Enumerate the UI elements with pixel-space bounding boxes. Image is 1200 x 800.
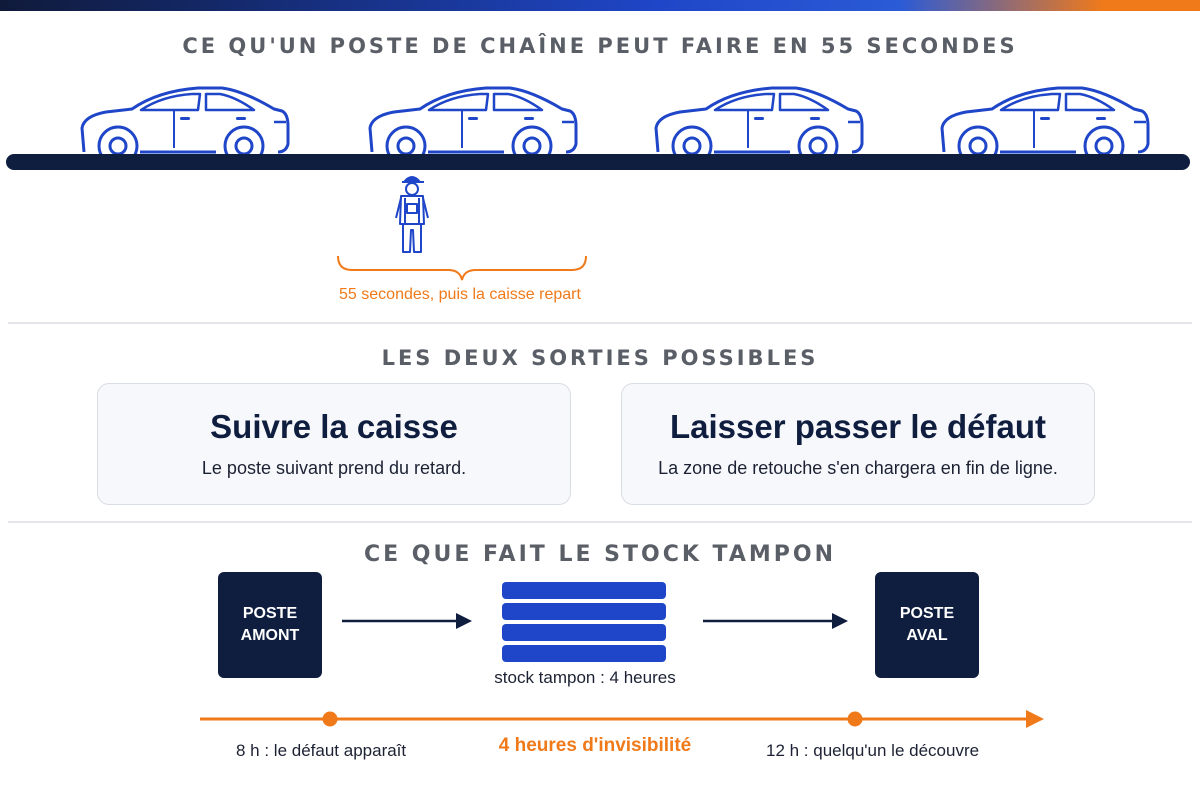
flow-arrow-to-downstream	[703, 613, 848, 629]
stock-caption: stock tampon : 4 heures	[494, 668, 676, 687]
car-1-icon	[80, 86, 290, 167]
timeline-end-marker	[847, 711, 863, 727]
car-4-icon	[940, 86, 1150, 167]
section-title-options: LES DEUX SORTIES POSSIBLES	[381, 346, 819, 370]
upstream-station-box: POSTE AMONT	[218, 572, 322, 678]
downstream-station-box: POSTE AVAL	[875, 572, 979, 678]
flow-arrow-to-stock	[342, 613, 472, 629]
top-gradient-bar	[0, 0, 1200, 11]
upstream-line1: POSTE	[242, 605, 298, 622]
brace-caption: 55 secondes, puis la caisse repart	[339, 286, 581, 303]
option-title: Laisser passer le défaut	[669, 408, 1047, 445]
stock-bar-1	[502, 582, 666, 599]
option-card-follow: Suivre la caisse Le poste suivant prend …	[97, 383, 571, 505]
section-title-buffer: CE QUE FAIT LE STOCK TAMPON	[363, 542, 837, 567]
stock-bar-2	[502, 603, 666, 620]
stock-bar-3	[502, 624, 666, 641]
option-title: Suivre la caisse	[210, 408, 458, 445]
timeline-gap-label: 4 heures d'invisibilité	[498, 735, 692, 756]
car-3-icon	[654, 86, 864, 167]
option-subtitle: La zone de retouche s'en chargera en fin…	[658, 458, 1058, 478]
car-2-icon	[368, 86, 578, 167]
worker-icon	[395, 176, 429, 253]
downstream-line2: AVAL	[906, 627, 948, 644]
stock-bar-4	[502, 645, 666, 662]
option-card-let-pass: Laisser passer le défaut La zone de reto…	[621, 383, 1095, 505]
divider-2	[8, 521, 1192, 523]
timeline-start-label: 8 h : le défaut apparaît	[236, 741, 407, 760]
timeline-axis	[200, 710, 1044, 728]
divider-1	[8, 322, 1192, 324]
section-title-station: CE QU'UN POSTE DE CHAÎNE PEUT FAIRE EN 5…	[182, 34, 1018, 58]
upstream-line2: AMONT	[240, 627, 300, 644]
option-subtitle: Le poste suivant prend du retard.	[201, 458, 467, 478]
timeline-start-marker	[322, 711, 338, 727]
conveyor-line	[6, 154, 1190, 170]
time-brace	[337, 255, 587, 281]
timeline-end-label: 12 h : quelqu'un le découvre	[766, 741, 980, 760]
downstream-line1: POSTE	[899, 605, 955, 622]
